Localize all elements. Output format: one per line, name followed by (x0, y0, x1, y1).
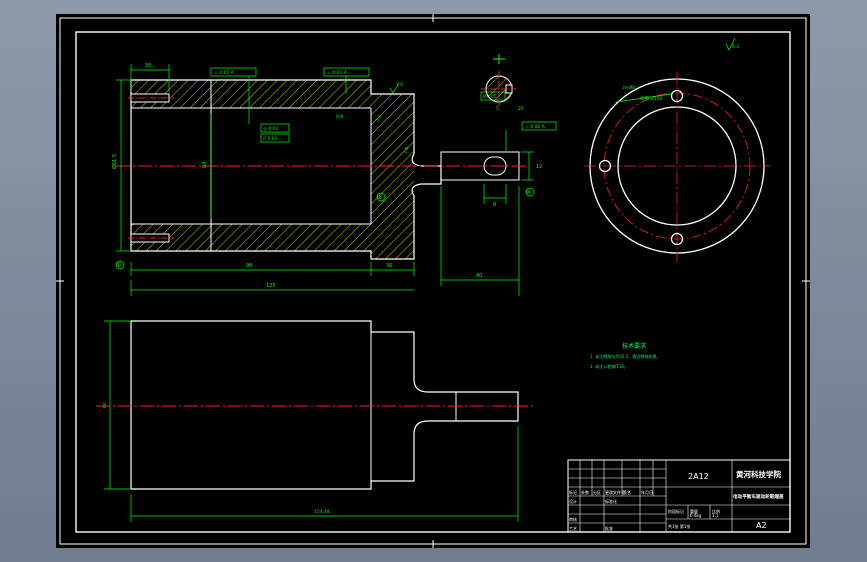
bolt-hole-bottom (670, 232, 684, 246)
tech-req-1: 1. 未注倒角均为C0.5，锐边倒钝处理。 (590, 353, 660, 359)
tb-row-std: 标准化 (605, 498, 617, 504)
dim-shaft-small: 8 (493, 202, 496, 208)
tb-row-process: 工艺 (569, 526, 577, 531)
flange-callout-1: 3×Ø8 (622, 84, 635, 91)
tol-top-b: ⊥ 0.01 A (327, 70, 348, 76)
roughness-symbols (389, 37, 736, 94)
tb-row-design: 设计 (569, 498, 577, 504)
shaft-cross-section: 5 20 (481, 54, 524, 112)
elevation-outline (130, 320, 519, 490)
tb-part-name: 电动平衡车驱动轮毂端盖 (733, 493, 784, 500)
tb-sheets: 共1张 第1张 (668, 523, 690, 529)
tb-row-date: 年月日 (641, 489, 653, 495)
tol-shaft: ⊥ 0.01 A (525, 124, 546, 130)
section-view (116, 79, 526, 260)
dim-overall: 125 (266, 283, 276, 289)
dim-elevation-vertical: 60 (102, 402, 108, 408)
datum-shaft: ④ (526, 189, 531, 196)
bolt-hole-left (598, 159, 612, 173)
tol-mid-b: // 0.01 (263, 136, 278, 142)
dim-shaft-top: 12 (536, 164, 542, 170)
section-outline (130, 79, 442, 260)
datum-circle-mid (376, 192, 386, 202)
roughness-marks: 1.6 3.2 0.8 1.6 6.3 (336, 44, 739, 155)
tb-col-scale: 比例 (712, 508, 720, 514)
tb-row-zone: 分区 (593, 489, 601, 495)
dim-section-height: 20 (518, 106, 524, 112)
section-dim-text: 30 Ø61.5 84 98 36 125 40 8 12 (111, 63, 542, 289)
flange-outer-circle (589, 78, 765, 254)
rough-2: 3.2 (375, 114, 384, 123)
tb-school: 黄河科技学院 (736, 469, 781, 479)
hatch-top-wall (131, 80, 371, 108)
hatch-end-wall (371, 94, 414, 259)
tb-scale-val: 1:1 (712, 513, 719, 518)
tb-material: 2A12 (688, 472, 709, 481)
dim-shaft-length: 40 (476, 273, 482, 279)
flange-view: 3×Ø8 均布 Ø100 (584, 72, 770, 262)
technical-requirements: 技术要求 1. 未注倒角均为C0.5，锐边倒钝处理。 2. 未注公差按IT14。 (590, 342, 660, 369)
drawing-canvas: 30 Ø61.5 84 98 36 125 40 8 12 ⊥ 0.02 A ⊥… (56, 14, 810, 548)
tb-row-check: 审核 (569, 516, 577, 522)
tb-weight-val: 0.4kg (690, 513, 702, 518)
datum-circle-left (115, 260, 125, 270)
tb-row-sign: 签名 (623, 489, 631, 495)
flange-callout-2: 均布 Ø100 (640, 95, 663, 102)
drawing-sheet: 30 Ø61.5 84 98 36 125 40 8 12 ⊥ 0.02 A ⊥… (56, 14, 810, 548)
title-block: 标记 处数 分区 更改文件号 签名 年月日 设计 标准化 审核 工艺 批准 阶段… (567, 459, 791, 533)
tb-col-weight: 重量 (690, 508, 698, 514)
datum-circle-shaft (525, 187, 535, 197)
tech-req-title: 技术要求 (622, 342, 646, 350)
datum-mid: ② (377, 194, 383, 201)
tb-col-stage: 阶段标记 (668, 508, 684, 514)
dim-elevation-overall: 154.48 (314, 509, 330, 515)
tol-top-a: ⊥ 0.02 A (214, 70, 235, 76)
bolt-hole-top (670, 89, 684, 103)
rough-global: 6.3 (732, 44, 739, 50)
rough-3: 0.8 (336, 114, 343, 120)
tb-row-doc: 更改文件号 (605, 489, 625, 495)
keyway (483, 156, 507, 176)
tb-row-approve: 批准 (605, 525, 613, 531)
dim-top-30: 30 (145, 63, 151, 69)
datum-left: ① (116, 262, 121, 269)
dim-left-diameter: Ø61.5 (111, 154, 118, 169)
hatch-bottom-wall (131, 224, 371, 251)
tb-sheet-size: A2 (756, 521, 767, 530)
dim-bottom-98: 98 (246, 263, 252, 269)
rough-4: 1.6 (402, 146, 410, 155)
dim-inner: 84 (202, 162, 208, 168)
dim-bottom-36: 36 (386, 263, 392, 269)
tolerance-frames (210, 67, 557, 152)
tb-row-count: 处数 (581, 489, 589, 495)
elevation-view: 60 154.48 (96, 320, 536, 522)
datum-markers: ① ② ④ (115, 187, 535, 270)
rough-1: 1.6 (396, 82, 403, 88)
tol-mid-a: ◎ 0.02 (263, 126, 279, 132)
section-dimensions (116, 64, 534, 296)
flange-leader (615, 93, 672, 103)
dim-section-width: 5 (496, 106, 499, 112)
tb-row-mark: 标记 (569, 489, 577, 495)
inner-frame (75, 31, 791, 533)
tech-req-2: 2. 未注公差按IT14。 (590, 363, 628, 369)
